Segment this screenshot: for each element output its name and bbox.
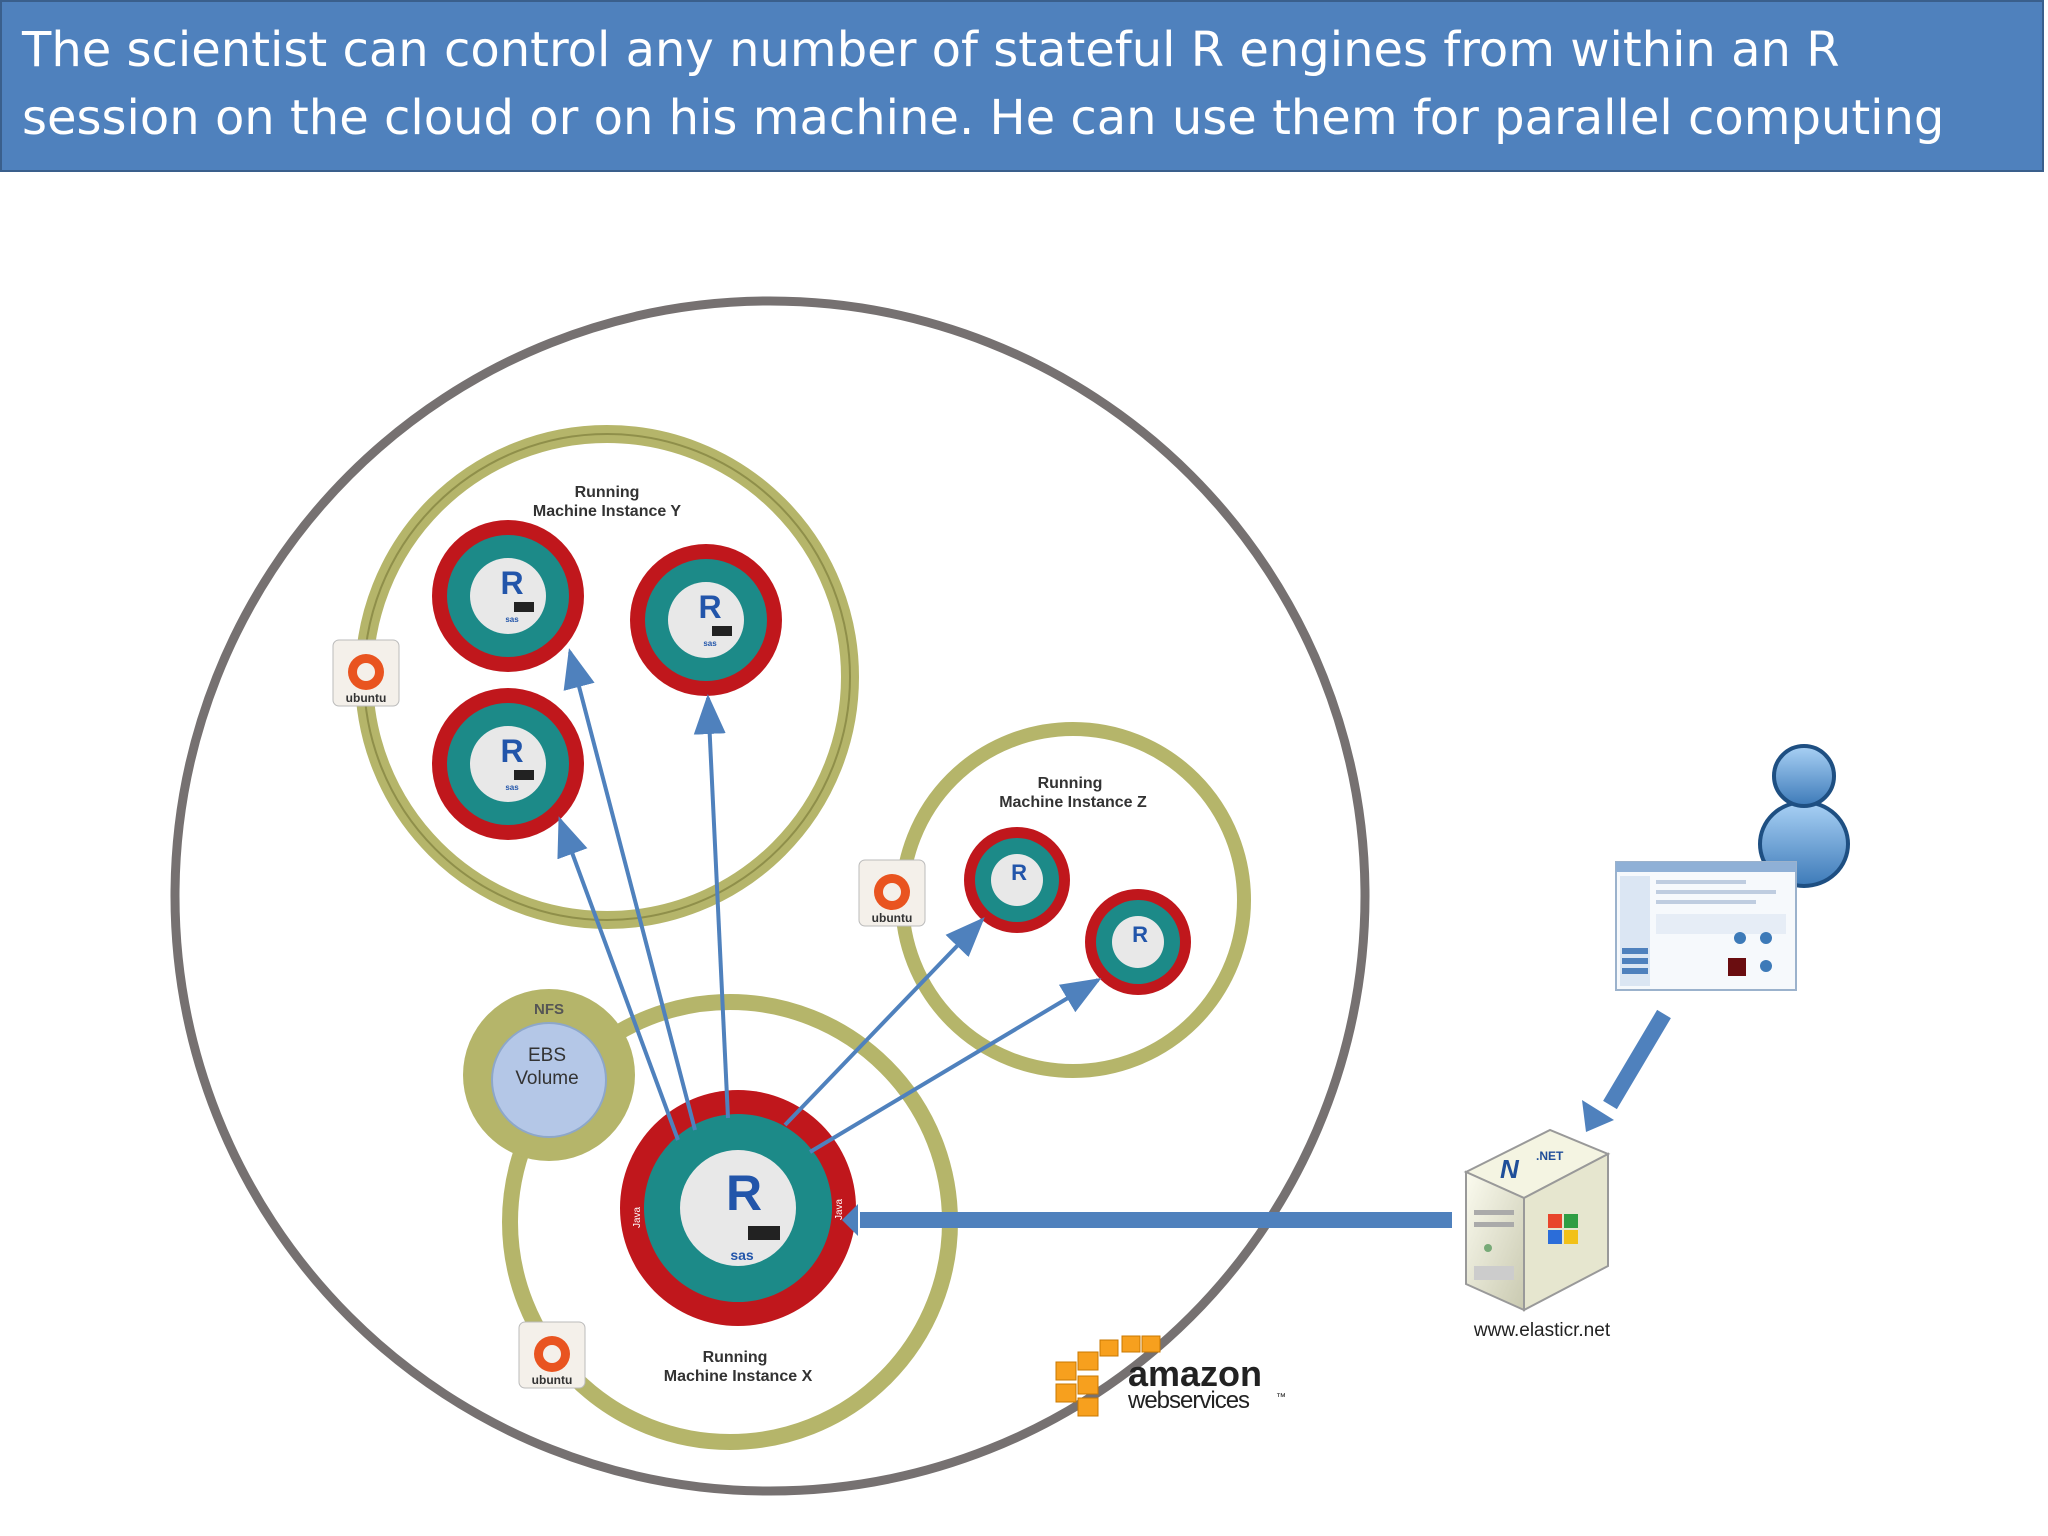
r-logo-icon: R [726,1165,762,1221]
arrow-to-engine-z1 [783,917,985,1127]
instance-z-label-2: Machine Instance Z [999,794,1147,811]
server-url: www.elasticr.net [1473,1320,1611,1341]
aws-wordmark-1: amazon [1128,1353,1262,1394]
arrow-to-engine-y1 [563,648,697,1131]
aws-wordmark-2: webservices [1127,1387,1250,1414]
machine-instance-y: Running Machine Instance Y [355,425,859,929]
r-engine-y1: R sas [432,520,584,672]
arrow-to-engine-y3 [557,816,680,1141]
dotnet-label: .NET [1536,1149,1564,1163]
ubuntu-badge-z: ubuntu [858,859,926,927]
title-bar: The scientist can control any number of … [0,0,2044,172]
slide-title: The scientist can control any number of … [22,22,1945,146]
arrow-to-engine-z2 [808,977,1102,1154]
nfs-ebs-volume: NFS EBS Volume [463,989,635,1161]
nfs-label: NFS [534,1001,564,1018]
ebs-label-2: Volume [515,1068,578,1089]
instance-z-label-1: Running [1038,775,1103,792]
r-engine-z1: R [964,827,1070,933]
arrow-browser-to-server-head [1582,1100,1614,1132]
aws-logo: amazon webservices ™ [1055,1335,1286,1417]
r-logo-icon: R [1132,922,1148,947]
java-label-left: Java [632,1206,643,1228]
r-logo-icon: R [698,589,721,625]
r-logo-icon: R [500,565,523,601]
ebs-label-1: EBS [528,1045,566,1066]
arrow-server-to-engine-head [842,1204,858,1236]
java-label-right: Java [834,1198,845,1220]
dotnet-logo-icon: N [1500,1154,1520,1184]
server-icon: N .NET [1463,1128,1611,1312]
ubuntu-badge-y: ubuntu [332,639,400,707]
instance-y-label-2: Machine Instance Y [533,503,682,520]
ubuntu-label: ubuntu [872,911,913,925]
dispatch-arrows [557,648,1102,1154]
sas-label: sas [703,639,717,648]
r-engine-y2: R sas [630,544,782,696]
r-engine-x-main: R sas Java Java [620,1090,856,1326]
instance-x-label-2: Machine Instance X [664,1368,813,1385]
sas-label: sas [730,1247,754,1263]
r-engine-z2: R [1085,889,1191,995]
scilab-icon [748,1226,780,1240]
scilab-icon [514,602,534,612]
ubuntu-badge-x: ubuntu [518,1321,586,1389]
arrow-to-engine-y2 [693,694,730,1119]
aws-trademark: ™ [1276,1392,1286,1403]
scilab-icon [712,626,732,636]
browser-window-icon [1615,861,1797,991]
machine-instance-z: Running Machine Instance Z [895,722,1251,1078]
ubuntu-label: ubuntu [532,1373,573,1387]
instance-x-label-1: Running [703,1349,768,1366]
sas-label: sas [505,615,519,624]
sas-label: sas [505,783,519,792]
r-logo-icon: R [1011,860,1027,885]
r-engine-y3: R sas [432,688,584,840]
scilab-icon [514,770,534,780]
windows-logo-icon [1548,1214,1562,1228]
arrow-browser-to-server [1603,1009,1671,1110]
instance-y-label-1: Running [575,484,640,501]
aws-cubes-icon [1055,1335,1161,1417]
cloud-boundary [170,296,1370,1496]
ubuntu-label: ubuntu [346,691,387,705]
r-logo-icon: R [500,733,523,769]
